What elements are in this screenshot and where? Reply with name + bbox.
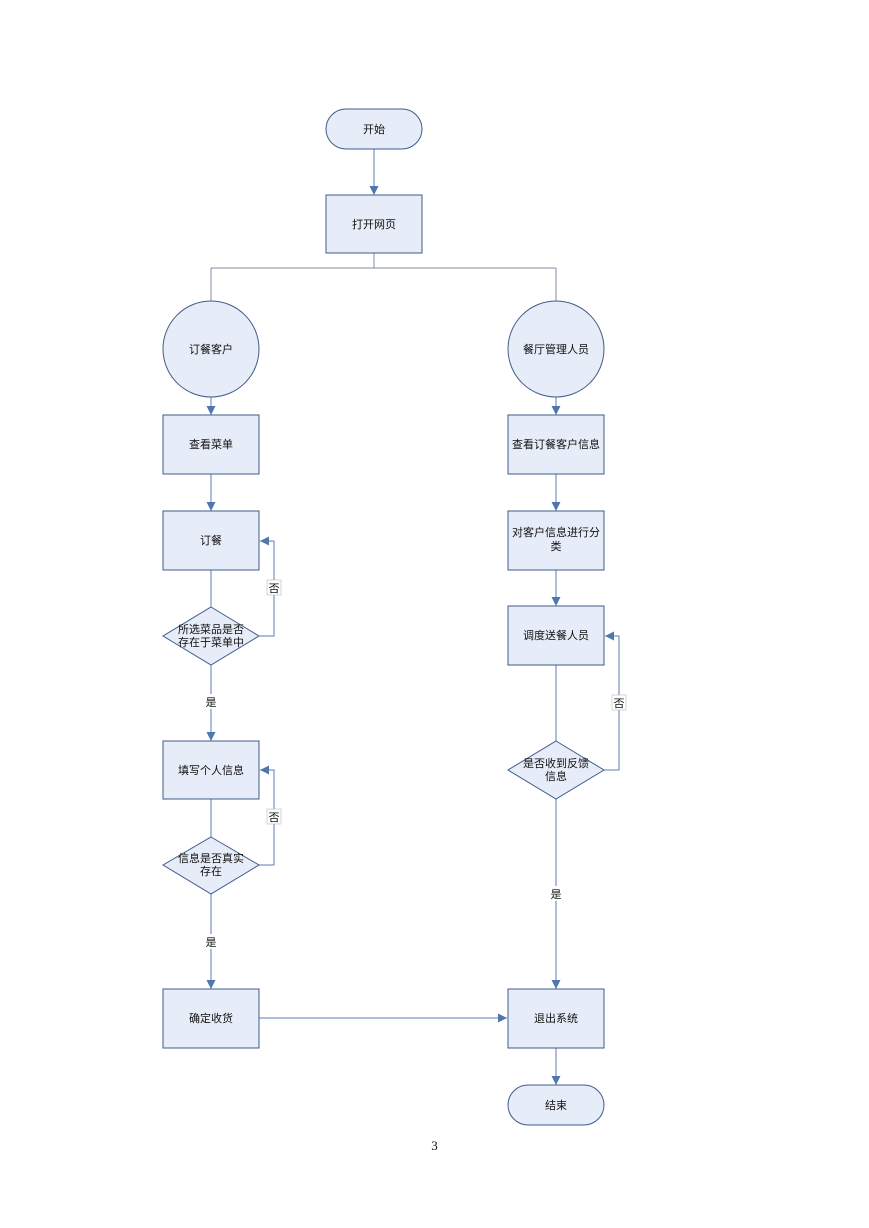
manager-node: 餐厅管理人员	[507, 300, 605, 398]
svg-text:填写个人信息: 填写个人信息	[178, 763, 244, 777]
svg-text:餐厅管理人员: 餐厅管理人员	[523, 342, 589, 356]
order-node: 订餐	[162, 510, 260, 571]
page-number: 3	[431, 1138, 438, 1153]
customer-node: 订餐客户	[162, 300, 260, 398]
label-info-yes: 是	[203, 934, 219, 949]
svg-text:信息: 信息	[545, 769, 567, 783]
svg-text:所选菜品是否: 所选菜品是否	[178, 623, 244, 636]
svg-text:存在: 存在	[200, 864, 222, 878]
svg-text:调度送餐人员: 调度送餐人员	[523, 628, 589, 642]
dish-check-decision: 所选菜品是否 存在于菜单中	[162, 606, 260, 666]
svg-text:否: 否	[269, 811, 280, 824]
exit-system-node: 退出系统	[507, 988, 605, 1049]
svg-text:订餐客户: 订餐客户	[189, 342, 233, 356]
label-feedback-yes: 是	[548, 886, 564, 901]
end-node: 结束	[507, 1084, 605, 1126]
svg-text:类: 类	[551, 539, 562, 553]
svg-text:查看菜单: 查看菜单	[189, 437, 233, 451]
info-check-decision: 信息是否真实 存在	[162, 836, 260, 895]
svg-text:否: 否	[269, 582, 280, 595]
svg-text:结束: 结束	[545, 1099, 567, 1112]
label-dish-yes: 是	[203, 694, 219, 709]
svg-text:否: 否	[614, 697, 625, 710]
svg-text:订餐: 订餐	[200, 533, 222, 547]
start-node: 开始	[325, 108, 423, 150]
svg-text:是: 是	[551, 888, 562, 901]
fill-info-node: 填写个人信息	[162, 740, 260, 800]
open-page-node: 打开网页	[325, 194, 423, 254]
view-customer-info-node: 查看订餐客户信息	[507, 414, 605, 475]
svg-text:开始: 开始	[363, 122, 385, 136]
svg-text:打开网页: 打开网页	[352, 217, 396, 231]
svg-text:查看订餐客户信息: 查看订餐客户信息	[512, 437, 600, 451]
dispatch-node: 调度送餐人员	[507, 605, 605, 666]
label-info-no: 否	[266, 808, 282, 825]
svg-text:对客户信息进行分: 对客户信息进行分	[512, 525, 600, 539]
svg-text:是: 是	[206, 696, 217, 709]
svg-text:确定收货: 确定收货	[189, 1011, 233, 1025]
label-feedback-no: 否	[611, 694, 627, 711]
confirm-receipt-node: 确定收货	[162, 988, 260, 1049]
edge-open-branch	[210, 253, 557, 302]
svg-text:信息是否真实: 信息是否真实	[178, 851, 244, 865]
classify-info-node: 对客户信息进行分 类	[507, 510, 605, 571]
feedback-check-decision: 是否收到反馈 信息	[507, 740, 605, 800]
label-dish-no: 否	[266, 579, 282, 596]
view-menu-node: 查看菜单	[162, 414, 260, 475]
svg-text:存在于菜单中: 存在于菜单中	[178, 635, 244, 649]
svg-text:退出系统: 退出系统	[534, 1011, 578, 1025]
svg-text:是: 是	[206, 936, 217, 949]
svg-text:是否收到反馈: 是否收到反馈	[523, 756, 589, 770]
